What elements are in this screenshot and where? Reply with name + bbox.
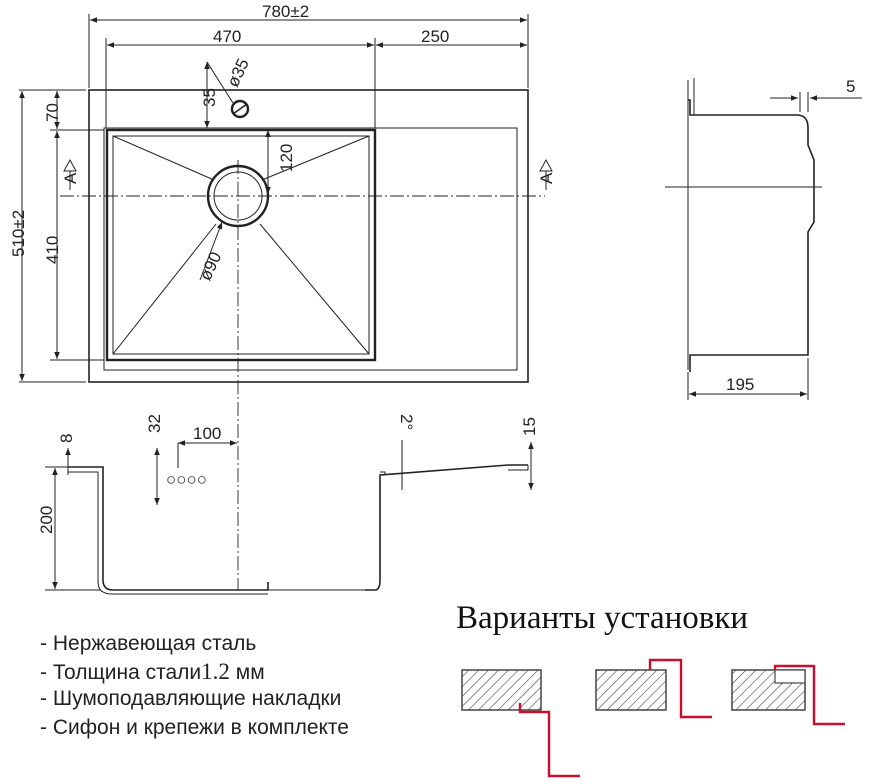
install-title: Варианты установки <box>456 600 749 636</box>
dim-tap-offset: 35 <box>200 88 219 107</box>
top-view: A A 780±2 470 250 ø35 35 510±2 70 <box>9 2 556 590</box>
dim-drain-offset: 120 <box>277 144 296 172</box>
install-variant-1 <box>461 669 580 778</box>
dim-slope: 2° <box>397 414 416 430</box>
dim-section-depth: 200 <box>37 506 56 534</box>
section-arrow-left: A <box>61 158 80 190</box>
inner-panel <box>103 127 518 371</box>
side-view: 5 195 <box>665 77 862 400</box>
dim-width-total: 780±2 <box>262 2 309 21</box>
bowl-profile <box>688 99 815 372</box>
install-variant-3 <box>731 664 845 726</box>
dim-rim: 8 <box>57 434 76 443</box>
dim-offset: 32 <box>145 414 164 433</box>
feature-item: - Сифон и крепежи в комплекте <box>40 716 349 739</box>
bowl-inner <box>112 135 370 355</box>
dim-side-depth: 195 <box>726 375 754 394</box>
section-bowl-left <box>68 466 268 591</box>
dim-lip: 5 <box>846 77 855 96</box>
section-bowl-right <box>267 464 528 591</box>
dim-board-thickness: 15 <box>520 417 539 436</box>
dim-drain-spacing: 100 <box>193 424 221 443</box>
section-view: ○○○○ 8 32 100 2° 15 200 <box>37 414 539 595</box>
tap-hole-icon <box>230 99 250 119</box>
install-variants <box>461 658 845 778</box>
bowl-outline <box>105 128 377 362</box>
dim-height-total: 510±2 <box>9 210 28 257</box>
dim-bowl-width: 470 <box>213 27 241 46</box>
dim-drain-dia: ø90 <box>196 249 226 284</box>
dim-tap-hole: ø35 <box>223 56 253 91</box>
section-arrow-right: A <box>537 158 556 190</box>
dim-bowl-height: 410 <box>43 236 62 264</box>
dim-drainboard-width: 250 <box>421 27 449 46</box>
section-mark-right: A <box>537 172 556 184</box>
section-mark-left: A <box>61 172 80 184</box>
drain-holes-icon: ○○○○ <box>166 470 207 489</box>
dim-top-margin: 70 <box>43 103 62 122</box>
bowl-slope-lines <box>112 135 370 355</box>
feature-item: - Толщина стали1.2 мм <box>40 659 265 684</box>
sink-outline <box>88 89 529 383</box>
feature-item: - Шумоподавляющие накладки <box>40 687 342 710</box>
install-variant-2 <box>595 658 712 719</box>
feature-item: - Нержавеющая сталь <box>40 632 257 655</box>
